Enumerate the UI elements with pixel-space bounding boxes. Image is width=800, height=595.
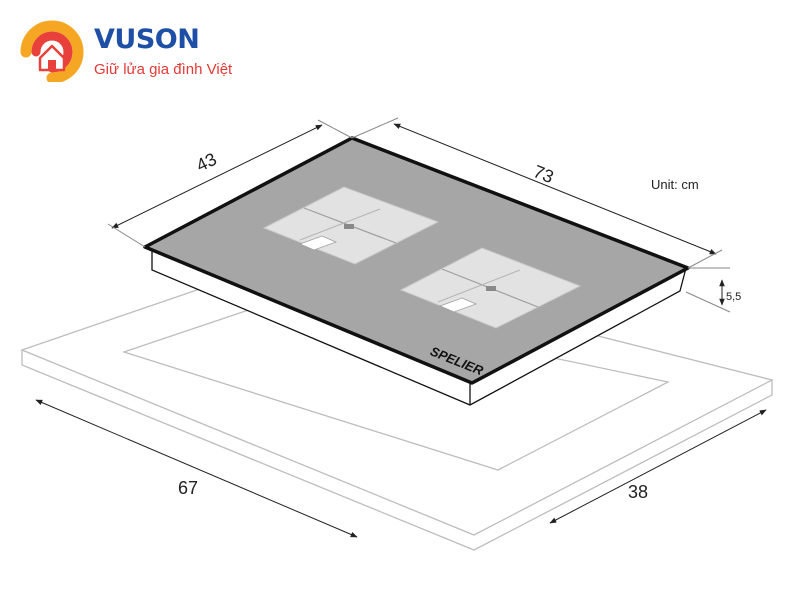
dim-line-cutout-depth [549,409,767,524]
cooktop-glass [143,136,690,385]
dim-label-top-depth: 43 [193,149,220,176]
brand-tagline: Giữ lửa gia đình Việt [94,61,233,78]
cutout-outline [121,299,670,471]
dim-line-cutout-width [35,399,358,538]
dim-label-cutout-width: 67 [178,478,198,498]
dim-label-top-width: 73 [531,161,557,187]
dim-label-height: 5,5 [726,291,741,303]
dim-line-top-depth [111,124,323,229]
dim-line-top-width [393,123,717,255]
cooking-zone-right [399,247,582,329]
countertop-front-edge [21,350,773,551]
brand-name: VUSON [94,24,200,55]
vuson-logo-icon [20,20,84,82]
dim-label-cutout-depth: 38 [628,482,648,502]
dimension-lines [35,117,767,538]
unit-label: Unit: cm [651,177,699,192]
